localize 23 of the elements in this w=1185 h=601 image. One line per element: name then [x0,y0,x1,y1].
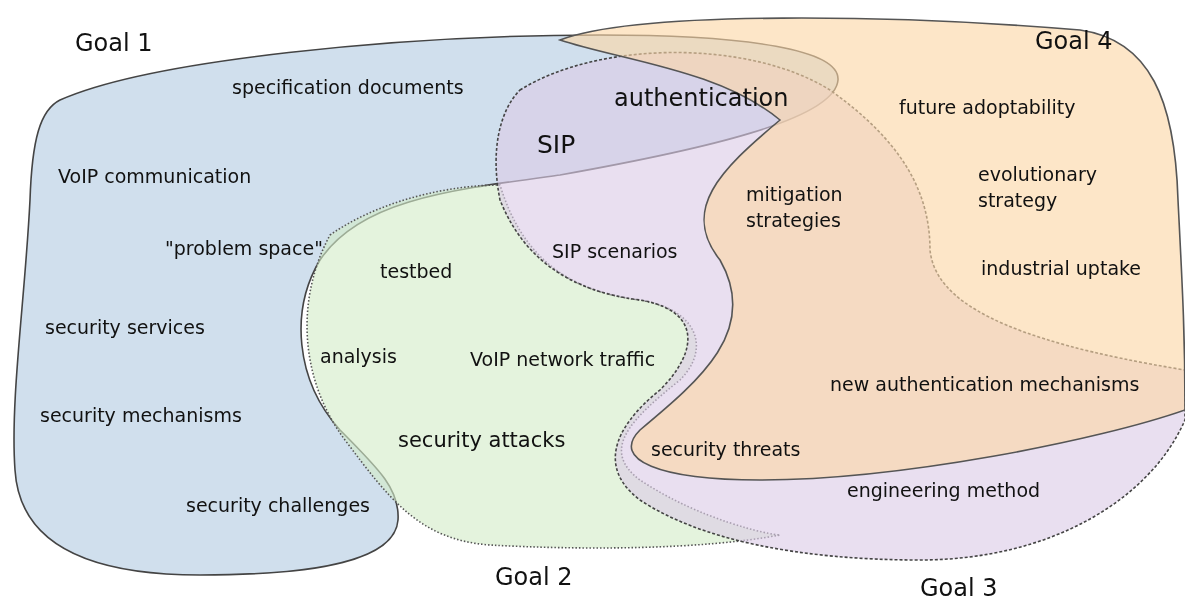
term-label: engineering method [847,478,1041,502]
term-label: VoIP network traffic [470,347,656,371]
term-label: SIP [537,133,576,157]
term-label: security threats [651,437,801,461]
term-label: VoIP communication [58,164,252,188]
goal-heading: Goal 4 [1035,26,1113,56]
term-label: "problem space" [165,236,323,260]
term-label: security mechanisms [40,403,242,427]
term-label: industrial uptake [981,256,1142,280]
term-label: evolutionary strategy [978,162,1098,213]
term-label: mitigation strategies [746,182,844,233]
goal-heading: Goal 2 [495,562,573,592]
term-label: analysis [320,344,397,368]
term-label: security attacks [398,428,566,452]
term-label: new authentication mechanisms [830,372,1140,396]
term-label: security services [45,315,205,339]
term-label: specification documents [232,75,464,99]
term-label: testbed [380,259,453,283]
term-label: security challenges [186,493,370,517]
goal-heading: Goal 1 [75,28,153,58]
goal-heading: Goal 3 [920,573,998,601]
term-label: SIP scenarios [552,239,678,263]
term-label: future adoptability [899,95,1076,119]
